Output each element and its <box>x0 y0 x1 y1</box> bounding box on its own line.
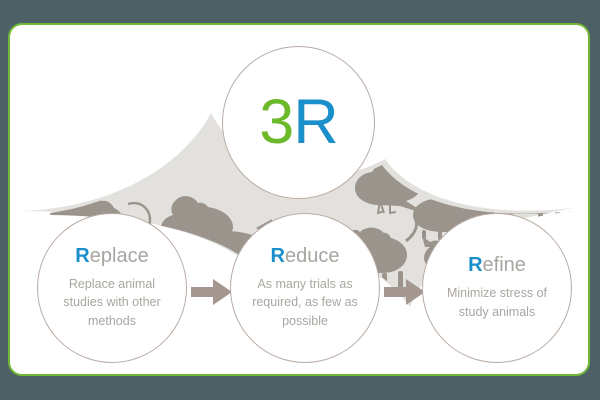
principle-title-rest: educe <box>284 245 340 268</box>
principle-circle-reduce[interactable]: Reduce As many trials as required, as fe… <box>230 213 380 363</box>
principle-title-rest: eplace <box>89 245 149 268</box>
logo-circle: 3R <box>222 46 375 199</box>
arrow-reduce-to-refine <box>384 279 425 305</box>
principle-title-initial: R <box>270 245 285 268</box>
arrow-replace-to-reduce <box>191 279 232 305</box>
principle-title-initial: R <box>468 254 483 277</box>
principle-circle-refine[interactable]: Refine Minimize stress of study animals <box>422 213 572 363</box>
principle-circle-replace[interactable]: Replace Replace animal studies with othe… <box>37 213 187 363</box>
logo-letter: R <box>293 87 338 157</box>
principle-body-refine: Minimize stress of study animals <box>446 286 548 319</box>
principle-title-replace: Replace <box>75 246 148 266</box>
principle-title-initial: R <box>75 245 90 268</box>
diagram-stage: 3R Replace Replace animal studies with o… <box>10 25 588 374</box>
logo-numeral: 3 <box>259 87 294 157</box>
logo-3r: 3R <box>259 91 339 154</box>
principle-title-reduce: Reduce <box>271 246 340 266</box>
principle-title-refine: Refine <box>468 255 526 275</box>
diagram-card: 3R Replace Replace animal studies with o… <box>8 23 590 376</box>
principle-body-replace: Replace animal studies with other method… <box>63 277 161 328</box>
principle-body-reduce: As many trials as required, as few as po… <box>252 277 358 328</box>
principle-title-rest: efine <box>482 254 526 277</box>
